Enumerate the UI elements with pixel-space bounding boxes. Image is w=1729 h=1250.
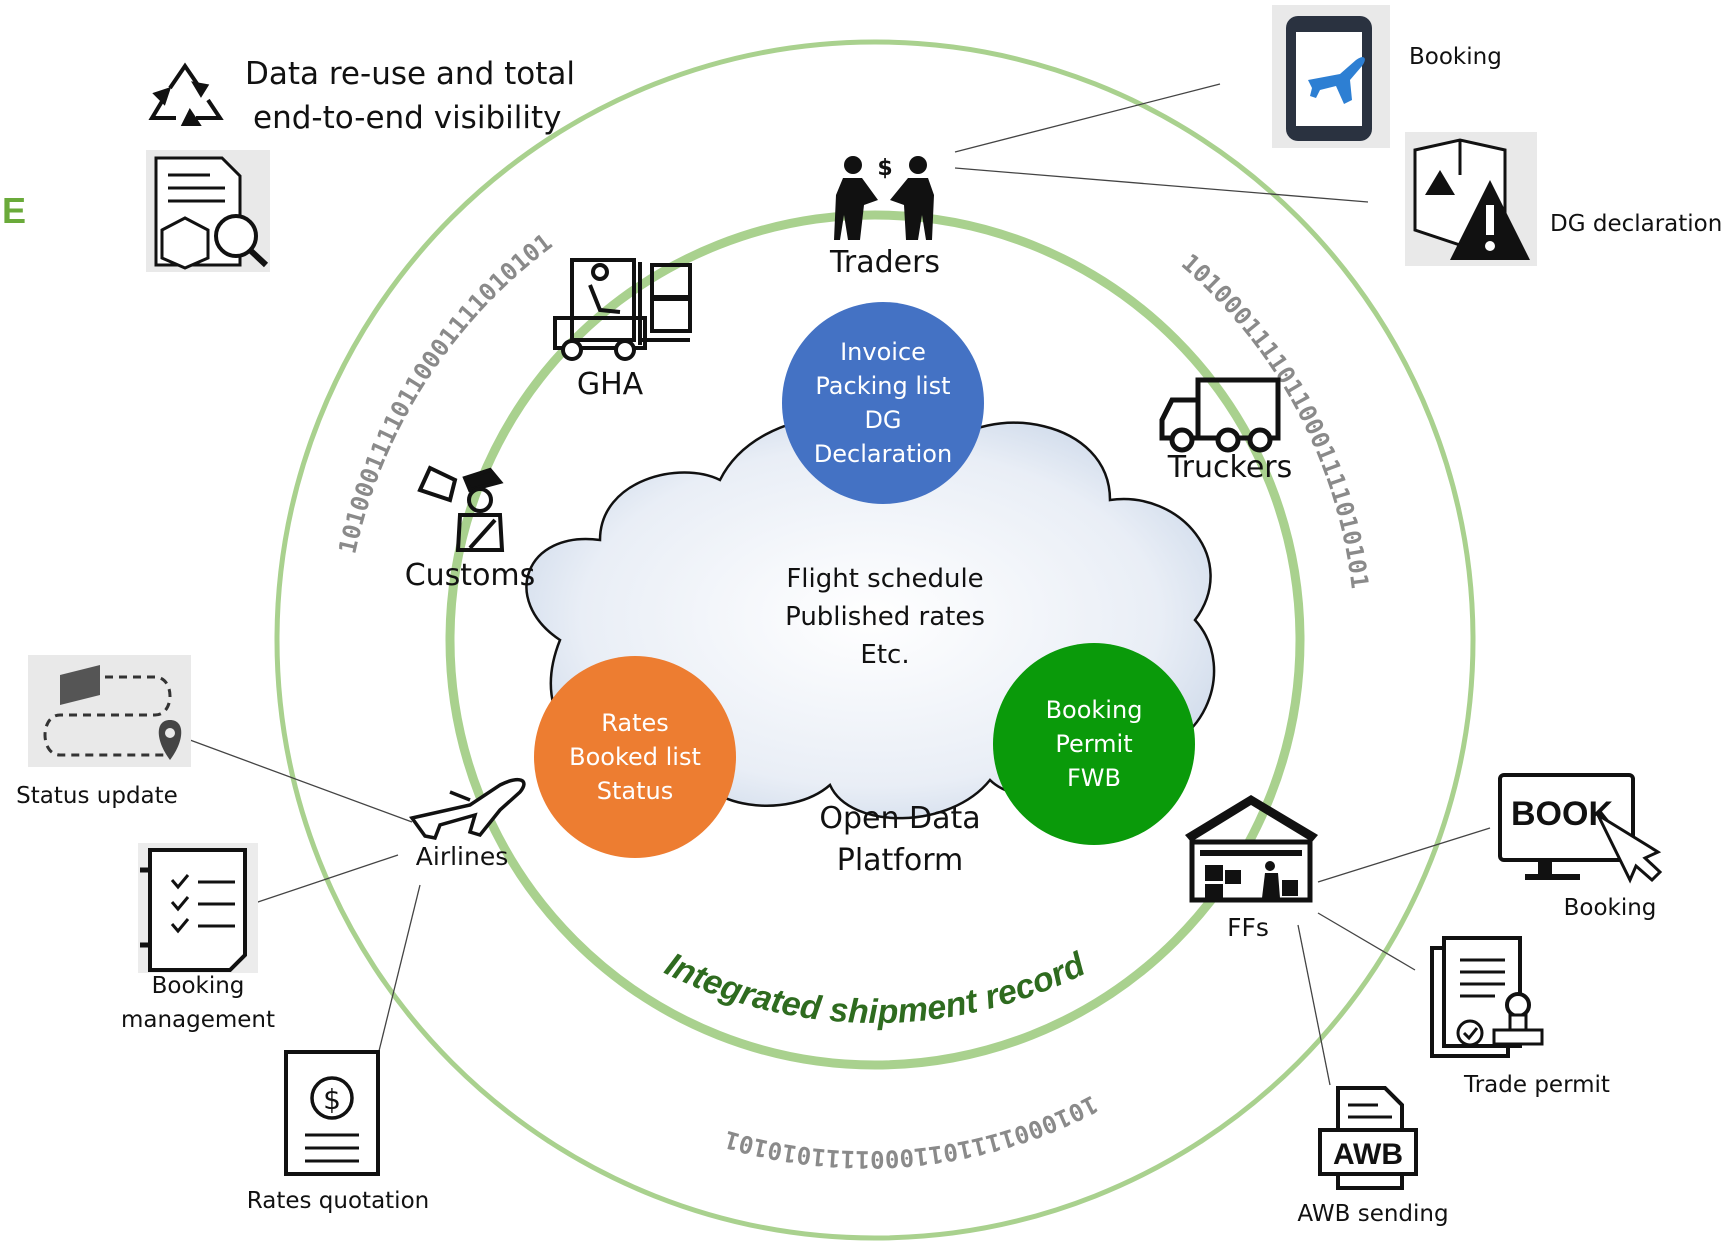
svg-text:$: $: [877, 156, 892, 181]
binary-right: 10100011110110001111010101: [1176, 248, 1374, 590]
reuse-text-line1: Data re-use and total: [245, 56, 575, 92]
booking-management-label-1: Booking: [151, 973, 245, 999]
platform-line: Platform: [836, 843, 964, 878]
gha-label: GHA: [576, 367, 644, 402]
rates-quotation-label: Rates quotation: [246, 1188, 430, 1214]
truck-icon: [1159, 377, 1281, 453]
cloud-line: Published rates: [785, 602, 985, 632]
inner-ring: [445, 210, 1305, 1070]
airlines-label: Airlines: [415, 842, 509, 871]
cloud-content: Flight schedule Published rates Etc.: [785, 560, 985, 674]
connector-lines: [189, 83, 1491, 1086]
forklift-icon: [553, 258, 692, 361]
booking-management-label-2: management: [120, 1007, 276, 1033]
booking-right-label: Booking: [1563, 895, 1657, 921]
customs-label: Customs: [404, 558, 536, 593]
cloud-line: Etc.: [860, 640, 910, 670]
traders-icon: $: [834, 156, 934, 240]
bubble-line: Status: [596, 777, 674, 805]
bubble-line: DG: [864, 406, 902, 434]
ring-title: Integrated shipment record: [659, 945, 1092, 1031]
cloud-line: Flight schedule: [786, 564, 984, 594]
awb-document-icon: AWB: [1318, 1086, 1418, 1190]
binary-left: 10100011110110001111010101: [333, 228, 557, 556]
bubble-line: Invoice: [840, 338, 926, 366]
route-map-icon: [28, 655, 191, 767]
traders-data-bubble: Invoice Packing list DG Declaration: [782, 302, 984, 504]
recycle-icon: [148, 62, 224, 126]
truckers-label: Truckers: [1167, 450, 1293, 485]
trade-permit-label: Trade permit: [1464, 1072, 1610, 1098]
warehouse-icon: [1185, 795, 1318, 903]
checklist-icon: [138, 843, 258, 973]
airplane-icon: [409, 777, 526, 841]
traders-label: Traders: [829, 245, 941, 280]
binary-bottom: 10100011110110001111010101: [721, 1090, 1102, 1174]
rates-document-icon: $: [284, 1050, 380, 1176]
reuse-text-line2: end-to-end visibility: [253, 100, 562, 136]
outer-ring: [274, 39, 1476, 1241]
bubble-line: Declaration: [813, 440, 953, 468]
customs-officer-icon: [417, 465, 505, 552]
airlines-data-bubble: Rates Booked list Status: [534, 656, 736, 858]
bubble-line: FWB: [1067, 764, 1121, 792]
bubble-line: Packing list: [815, 372, 951, 400]
dg-declaration-label: DG declaration: [1550, 211, 1723, 237]
bubble-line: Rates: [601, 709, 669, 737]
awb-sending-label: AWB sending: [1297, 1201, 1449, 1227]
platform-line: Open Data: [819, 801, 981, 836]
book-monitor-icon: BOOK: [1498, 773, 1663, 884]
dg-warning-icon: [1405, 132, 1537, 266]
booking-tablet-icon: [1272, 5, 1390, 148]
partial-title: IE: [0, 190, 27, 231]
booking-top-label: Booking: [1409, 44, 1502, 70]
document-search-icon: [146, 150, 270, 272]
svg-text:AWB: AWB: [1333, 1138, 1403, 1171]
ffs-data-bubble: Booking Permit FWB: [993, 643, 1195, 845]
svg-text:$: $: [323, 1083, 341, 1116]
trade-permit-icon: [1430, 936, 1544, 1058]
bubble-line: Booking: [1045, 696, 1143, 724]
ffs-label: FFs: [1227, 913, 1269, 942]
status-update-label: Status update: [16, 783, 178, 809]
bubble-line: Permit: [1055, 730, 1133, 758]
bubble-line: Booked list: [569, 743, 701, 771]
platform-label: Open Data Platform: [819, 798, 980, 882]
